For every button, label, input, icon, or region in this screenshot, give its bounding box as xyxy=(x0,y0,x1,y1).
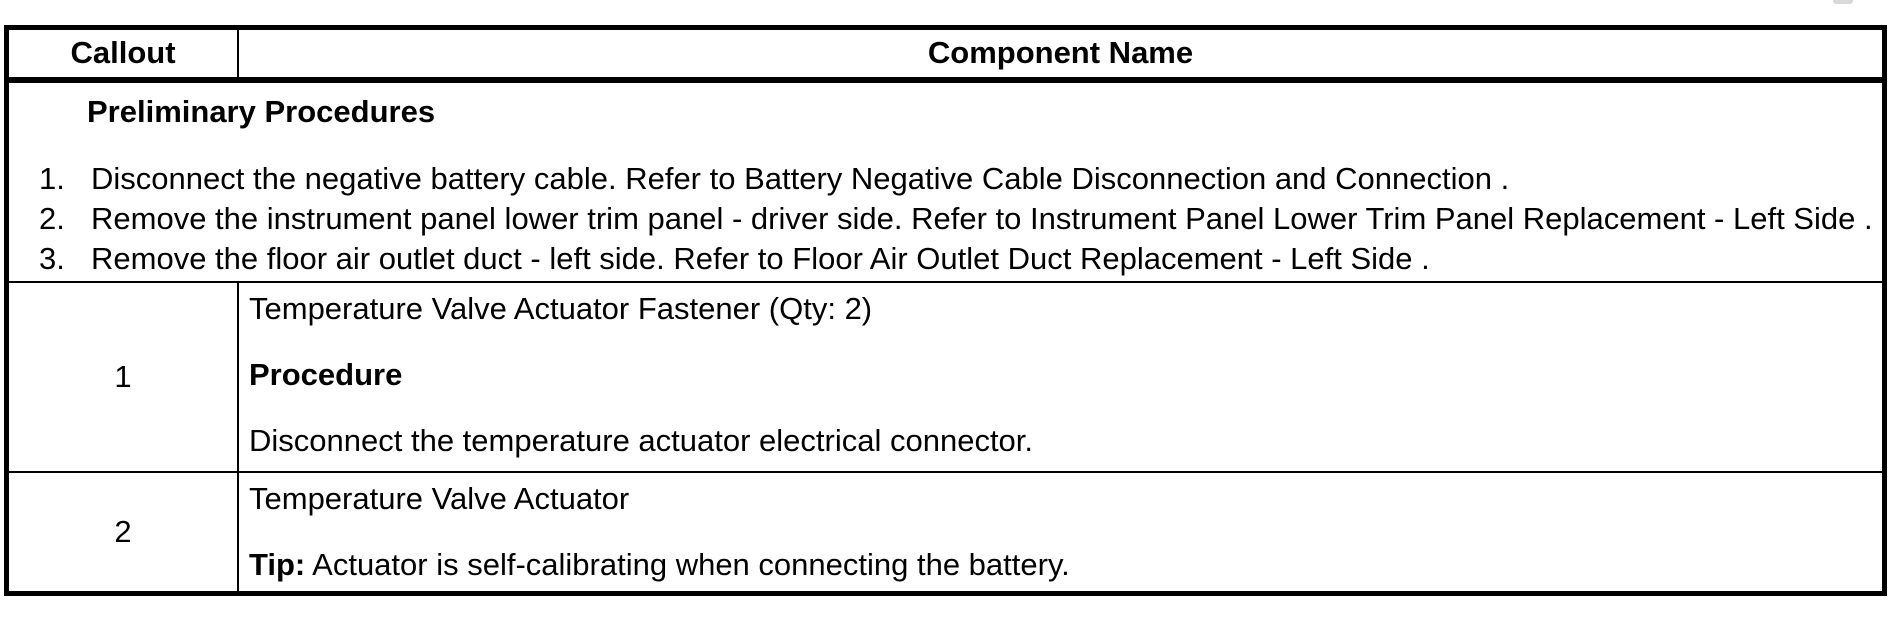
component-callout-table: Callout Component Name Preliminary Proce… xyxy=(4,25,1887,596)
table-row: 1 Temperature Valve Actuator Fastener (Q… xyxy=(9,283,1882,473)
component-cell: Temperature Valve Actuator Tip: Actuator… xyxy=(239,473,1882,591)
component-cell: Temperature Valve Actuator Fastener (Qty… xyxy=(239,283,1882,471)
step-number: 2. xyxy=(39,200,65,236)
preliminary-procedures-row: Preliminary Procedures 1. Disconnect the… xyxy=(9,83,1882,283)
step-text: Remove the floor air outlet duct - left … xyxy=(91,240,1430,276)
callout-number: 1 xyxy=(9,283,239,471)
procedure-text: Disconnect the temperature actuator elec… xyxy=(249,423,1034,458)
step-number: 1. xyxy=(39,160,65,196)
step-text: Remove the instrument panel lower trim p… xyxy=(91,200,1873,236)
list-item: 3. Remove the floor air outlet duct - le… xyxy=(39,239,1862,279)
list-item: 1. Disconnect the negative battery cable… xyxy=(39,159,1862,199)
procedure-heading: Procedure xyxy=(249,357,403,392)
list-item: 2. Remove the instrument panel lower tri… xyxy=(39,199,1873,239)
component-name: Temperature Valve Actuator Fastener (Qty… xyxy=(249,291,873,326)
header-component-name: Component Name xyxy=(927,35,1194,71)
callout-number: 2 xyxy=(9,473,239,591)
screen-edge-artifact xyxy=(1833,0,1853,4)
step-number: 3. xyxy=(39,240,65,276)
preliminary-procedures-heading: Preliminary Procedures xyxy=(87,93,436,129)
table-header-row: Callout Component Name xyxy=(9,30,1882,83)
tip-text: Tip: Actuator is self-calibrating when c… xyxy=(249,547,1862,582)
preliminary-steps-list: 1. Disconnect the negative battery cable… xyxy=(39,159,1873,279)
step-text: Disconnect the negative battery cable. R… xyxy=(91,160,1510,196)
tip-body: Actuator is self-calibrating when connec… xyxy=(305,547,1070,582)
component-name: Temperature Valve Actuator xyxy=(249,481,630,516)
tip-label: Tip: xyxy=(249,547,306,582)
table-row: 2 Temperature Valve Actuator Tip: Actuat… xyxy=(9,473,1882,591)
header-callout: Callout xyxy=(9,30,239,77)
